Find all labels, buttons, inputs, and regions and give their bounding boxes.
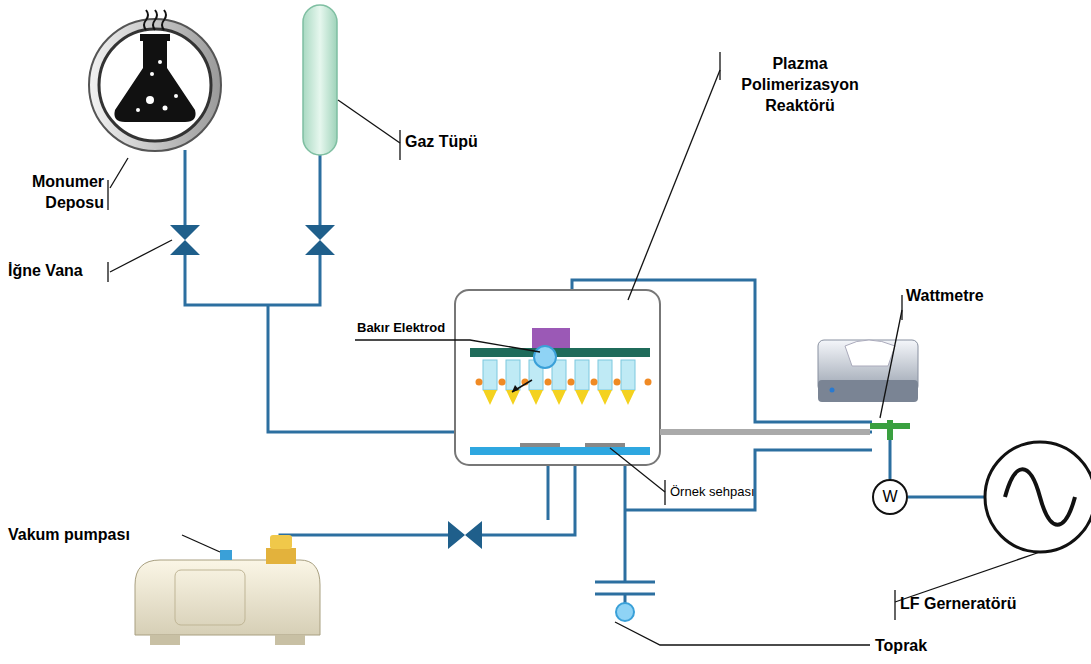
sample-stage-label: Örnek sehpası [670, 484, 755, 501]
needle-valve-label: İğne Vana [8, 261, 83, 282]
generator-label: LF Gerneratörü [900, 594, 1016, 615]
wattmeter-label: Wattmetre [906, 286, 984, 307]
wattmeter-circle: W [872, 479, 908, 515]
monomer-tank-label: Monumer Deposu [6, 172, 104, 214]
meter-symbol: W [882, 488, 897, 506]
vacuum-pump-label: Vakum pumpası [8, 525, 130, 546]
electrode-label: Bakır Elektrod [357, 320, 445, 337]
gas-tube-label: Gaz Tüpü [405, 132, 478, 153]
ground-label: Toprak [875, 636, 927, 657]
reactor-label: Plazma Polimerizasyon Reaktörü [725, 54, 875, 116]
